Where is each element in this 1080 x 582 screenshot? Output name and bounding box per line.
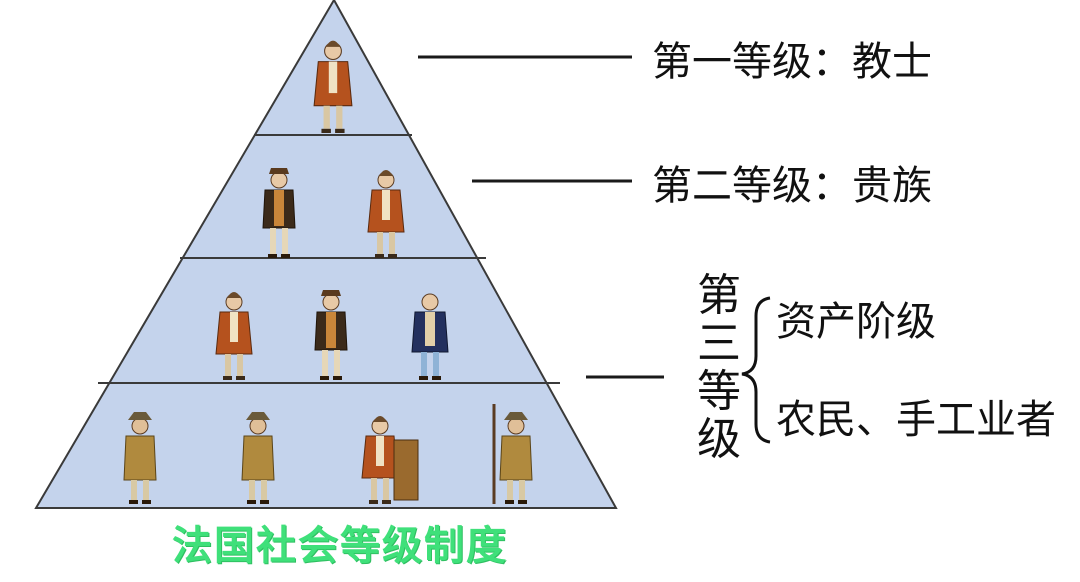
third-estate-char-1: 第 — [697, 270, 741, 321]
third-estate-char-3: 等 — [697, 366, 741, 417]
label-bourgeoisie: 资产阶级 — [776, 299, 936, 345]
figure-peasant-3 — [492, 404, 533, 505]
label-second-estate: 第二等级：贵族 — [652, 163, 932, 209]
label-first-estate: 第一等级：教士 — [652, 39, 932, 85]
label-peasants-artisans: 农民、手工业者 — [776, 397, 1056, 443]
third-estate-char-4: 级 — [697, 414, 741, 465]
pyramid-body — [34, 0, 618, 509]
diagram-caption: 法国社会等级制度 — [172, 523, 508, 569]
label-third-estate: 第 三 等 级 — [694, 272, 744, 464]
third-estate-char-2: 三 — [697, 318, 741, 369]
figure-artisan — [361, 415, 419, 505]
third-estate-brace — [741, 296, 771, 444]
